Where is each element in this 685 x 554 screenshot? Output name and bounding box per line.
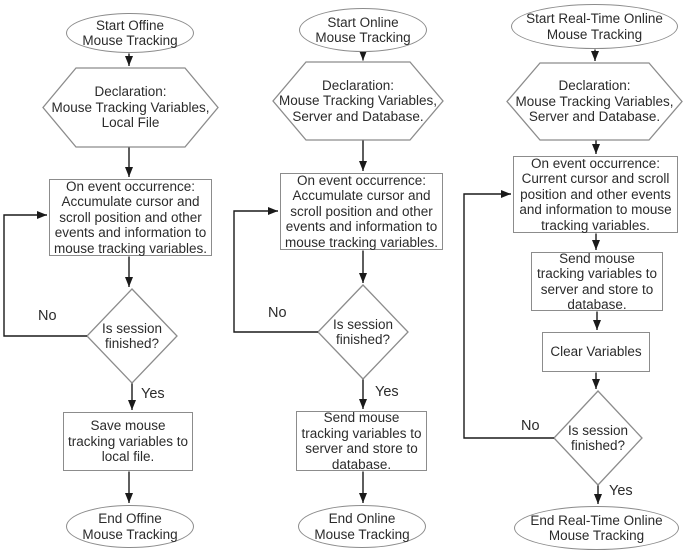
yes-label-realtime: Yes bbox=[609, 483, 633, 499]
declaration-text-offline: Declaration: Mouse Tracking Variables, L… bbox=[51, 84, 210, 131]
declaration-text-realtime: Declaration: Mouse Tracking Variables, S… bbox=[515, 78, 674, 125]
process-node-online-send: Send mouse tracking variables to server … bbox=[296, 410, 427, 472]
no-label-online: No bbox=[268, 305, 287, 321]
end-node-realtime: End Real-Time Online Mouse Tracking bbox=[514, 506, 679, 550]
process-node-realtime-send: Send mouse tracking variables to server … bbox=[531, 251, 663, 312]
start-node-realtime: Start Real-Time Online Mouse Tracking bbox=[511, 4, 678, 49]
start-node-offline: Start Offine Mouse Tracking bbox=[66, 13, 194, 53]
process-node-online-accumulate: On event occurrence: Accumulate cursor a… bbox=[280, 173, 443, 250]
yes-label-online: Yes bbox=[375, 384, 399, 400]
process-node-realtime-current: On event occurrence: Current cursor and … bbox=[513, 156, 678, 233]
no-label-realtime: No bbox=[521, 418, 540, 434]
process-node-realtime-clear: Clear Variables bbox=[542, 332, 650, 372]
decision-diamond-realtime bbox=[553, 390, 643, 486]
yes-label-offline: Yes bbox=[141, 386, 165, 402]
connector-offline-no-loop bbox=[3, 211, 87, 337]
decision-text-offline: Is session finished? bbox=[101, 320, 163, 352]
declaration-hexagon-online bbox=[272, 61, 444, 141]
connector-realtime-no-loop bbox=[463, 190, 554, 439]
process-node-offline-accumulate: On event occurrence: Accumulate cursor a… bbox=[49, 179, 212, 256]
decision-text-online: Is session finished? bbox=[332, 316, 394, 348]
end-node-online: End Online Mouse Tracking bbox=[298, 505, 426, 548]
no-label-offline: No bbox=[38, 308, 57, 324]
declaration-hexagon-offline bbox=[42, 67, 219, 148]
start-node-online: Start Online Mouse Tracking bbox=[299, 8, 427, 52]
decision-text-realtime: Is session finished? bbox=[567, 422, 629, 454]
declaration-text-online: Declaration: Mouse Tracking Variables, S… bbox=[278, 77, 438, 124]
connector-online-no-loop bbox=[233, 207, 318, 333]
declaration-hexagon-realtime bbox=[506, 62, 683, 141]
end-node-offline: End Offine Mouse Tracking bbox=[66, 505, 194, 548]
decision-diamond-offline bbox=[86, 288, 178, 384]
process-node-offline-save: Save mouse tracking variables to local f… bbox=[63, 412, 193, 471]
decision-diamond-online bbox=[317, 284, 409, 380]
